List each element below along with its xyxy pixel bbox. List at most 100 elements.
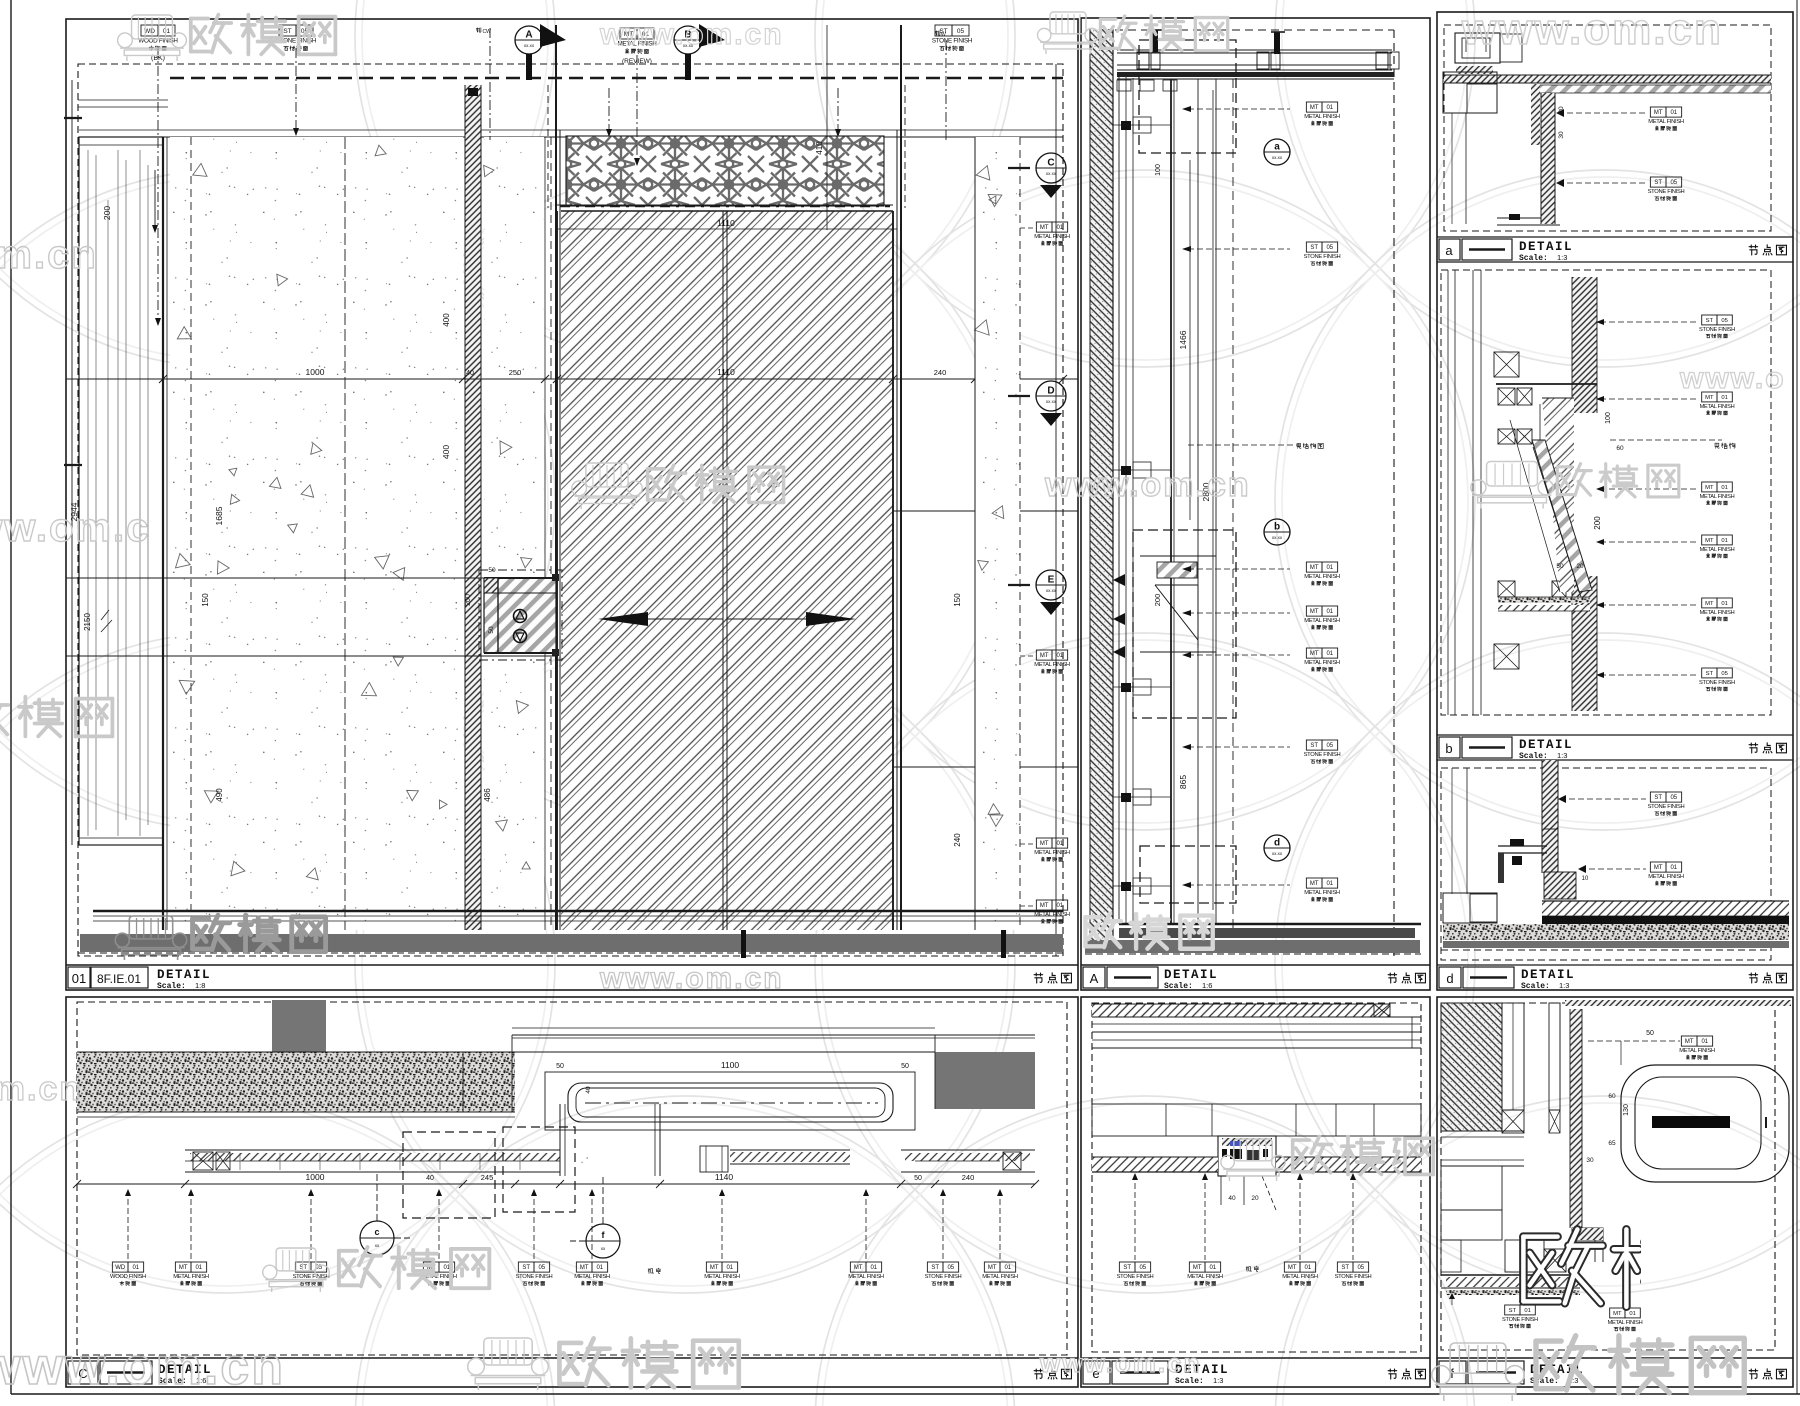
svg-text:ST: ST [1654,180,1662,186]
svg-text:METAL FINISH: METAL FINISH [1282,1274,1318,1280]
svg-text:01: 01 [1056,653,1063,659]
svg-text:MT: MT [1310,609,1319,615]
svg-text:1:3: 1:3 [1559,981,1569,990]
svg-text:B: B [684,30,691,41]
svg-text:D: D [1047,386,1054,397]
svg-text:01: 01 [1721,601,1728,607]
svg-text:1100: 1100 [721,1060,740,1070]
svg-text:www.om.cn: www.om.cn [1039,1348,1202,1378]
svg-text:01: 01 [1524,1308,1531,1314]
svg-text:METAL FINISH: METAL FINISH [1700,610,1735,616]
svg-text:05: 05 [957,28,965,35]
svg-text:ST: ST [1341,1265,1349,1271]
svg-text:240: 240 [962,1173,975,1182]
svg-text:01: 01 [642,31,650,38]
svg-text:2150: 2150 [83,613,92,631]
svg-text:ST: ST [1509,1308,1517,1314]
svg-text:DETAIL: DETAIL [158,1363,212,1377]
svg-text:METAL FINISH: METAL FINISH [1679,1048,1715,1054]
svg-text:C: C [78,1366,87,1381]
svg-text:ST: ST [299,1265,307,1271]
svg-text:50: 50 [1646,1030,1654,1037]
svg-text:250: 250 [509,368,522,377]
svg-text:xx.xx: xx.xx [1046,399,1057,404]
svg-text:200: 200 [1153,594,1162,607]
svg-text:MT: MT [710,1265,719,1271]
svg-text:30: 30 [1586,1157,1594,1164]
svg-text:MT: MT [1654,865,1663,871]
svg-text:www.om.cn: www.om.cn [1044,466,1251,504]
svg-text:01: 01 [1056,903,1063,909]
svg-text:www.om.cn: www.om.cn [1461,5,1723,54]
svg-text:410: 410 [815,141,824,155]
svg-text:a: a [1274,142,1280,153]
svg-text:100: 100 [1605,412,1612,424]
svg-text:200: 200 [465,594,472,606]
svg-text:ST: ST [1123,1265,1131,1271]
svg-text:1685: 1685 [214,506,224,525]
svg-text:STONE FINISH: STONE FINISH [1335,1274,1372,1280]
svg-text:xx.xx: xx.xx [683,43,694,48]
svg-text:xx: xx [601,1246,606,1251]
svg-text:STONE FINISH: STONE FINISH [1502,1317,1538,1323]
svg-text:b: b [1445,741,1452,756]
svg-text:STONE FINISH: STONE FINISH [516,1274,553,1280]
svg-text:1:6: 1:6 [1202,981,1212,990]
svg-text:STONE FINISH: STONE FINISH [1304,254,1341,260]
svg-text:1:3: 1:3 [1557,751,1567,760]
svg-text:20: 20 [1576,563,1584,570]
svg-text:c: c [374,1227,379,1237]
svg-text:(BK): (BK) [151,55,165,62]
svg-text:01: 01 [1004,1265,1011,1271]
svg-text:STONE FINISH: STONE FINISH [1699,680,1735,686]
svg-text:1140: 1140 [715,1172,734,1182]
svg-text:01: 01 [1670,110,1677,116]
svg-text:DETAIL: DETAIL [1521,968,1575,982]
svg-text:xx: xx [375,1243,380,1248]
svg-text:Scale:: Scale: [1521,982,1550,991]
svg-text:01: 01 [163,28,171,35]
svg-text:STONE FINISH: STONE FINISH [1304,752,1341,758]
svg-text:ST: ST [1310,743,1318,749]
svg-text:Scale:: Scale: [1164,982,1193,991]
svg-text:200: 200 [102,206,112,220]
svg-text:05: 05 [301,28,309,35]
svg-text:MT: MT [1654,110,1663,116]
svg-text:METAL FINISH: METAL FINISH [1304,890,1340,896]
svg-text:MT: MT [1705,395,1714,401]
svg-text:www.om.c: www.om.c [0,506,150,550]
svg-text:ST: ST [1310,245,1318,251]
svg-text:xx.xx: xx.xx [1046,588,1057,593]
svg-text:METAL FINISH: METAL FINISH [1700,547,1735,553]
svg-text:05: 05 [1670,180,1677,186]
svg-text:METAL FINISH: METAL FINISH [421,1274,457,1280]
svg-text:MT: MT [1613,1311,1622,1317]
svg-text:a: a [1445,243,1453,258]
svg-text:METAL FINISH: METAL FINISH [1034,912,1070,918]
svg-text:xx.xx: xx.xx [1046,171,1057,176]
svg-text:WOOD FINISH: WOOD FINISH [110,1274,146,1280]
svg-text:MT: MT [1705,485,1714,491]
svg-text:240: 240 [953,833,962,847]
svg-text:Scale:: Scale: [157,982,186,991]
svg-text:05: 05 [1357,1265,1364,1271]
svg-text:01: 01 [72,971,86,986]
svg-text:05: 05 [315,1265,322,1271]
svg-text:www.om.cn: www.om.cn [599,962,784,995]
svg-text:MT: MT [1685,1039,1694,1045]
svg-text:50: 50 [914,1175,922,1182]
svg-text:01: 01 [1721,395,1728,401]
svg-text:150: 150 [201,593,210,607]
svg-text:MT: MT [1040,903,1049,909]
svg-text:01: 01 [726,1265,733,1271]
svg-text:Scale:: Scale: [1519,752,1548,761]
svg-text:STONE FINISH: STONE FINISH [276,38,317,45]
svg-text:DETAIL: DETAIL [1175,1363,1229,1377]
svg-text:ST: ST [931,1265,939,1271]
svg-text:MT: MT [624,31,633,38]
svg-text:490: 490 [215,788,224,802]
svg-text:01: 01 [1209,1265,1216,1271]
svg-text:STONE FINISH: STONE FINISH [1117,1274,1154,1280]
svg-text:A: A [525,30,532,41]
svg-text:01: 01 [132,1265,139,1271]
